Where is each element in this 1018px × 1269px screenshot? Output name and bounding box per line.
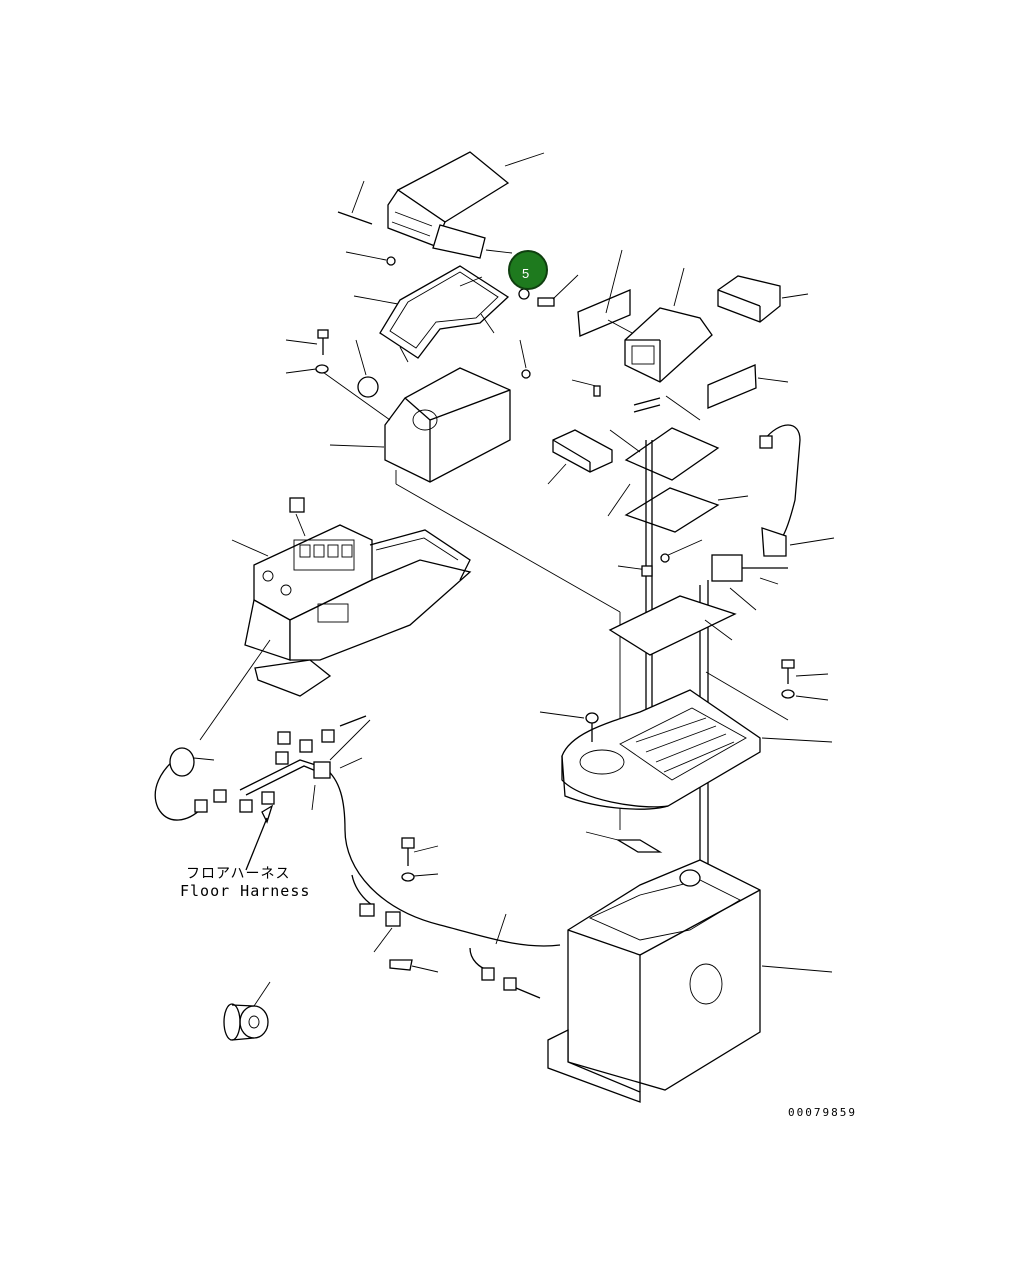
cable-right <box>759 424 835 557</box>
assembly-line-1 <box>395 483 621 613</box>
console-lid <box>387 151 510 259</box>
ring-clip <box>355 339 379 398</box>
console-base <box>547 859 833 1103</box>
harness-branch <box>351 874 541 999</box>
right-pad <box>707 364 789 409</box>
drawing-number: 00079859 <box>788 1106 857 1119</box>
top-block <box>717 275 809 323</box>
nut-right <box>519 339 531 379</box>
switch-console <box>199 497 472 741</box>
lower-bolt <box>401 837 439 882</box>
storage-box <box>319 367 511 484</box>
callout-marker[interactable]: 5 <box>508 250 548 290</box>
small-bolts <box>571 379 701 421</box>
switch-housing <box>624 267 713 383</box>
foam-block <box>547 429 613 485</box>
box-bolt <box>285 329 329 374</box>
mounting-plate-a <box>609 427 720 481</box>
right-panel <box>577 249 635 337</box>
relay-bracket <box>711 554 788 611</box>
lid-leader-lines <box>485 152 545 254</box>
small-bracket <box>585 831 663 853</box>
floor-harness-label-jp: フロアハーネス <box>186 866 291 882</box>
buzzer <box>223 981 271 1041</box>
right-bolts <box>705 659 829 721</box>
lid-gasket <box>353 265 510 363</box>
console-tray <box>539 689 833 810</box>
screw-small <box>518 274 579 307</box>
floor-harness-label-en: Floor Harness <box>180 882 311 900</box>
callout-number: 5 <box>522 266 529 281</box>
base-plate <box>608 595 737 656</box>
floor-harness <box>154 715 561 947</box>
hinge-pin <box>337 180 396 266</box>
mounting-plate-b <box>607 483 749 533</box>
